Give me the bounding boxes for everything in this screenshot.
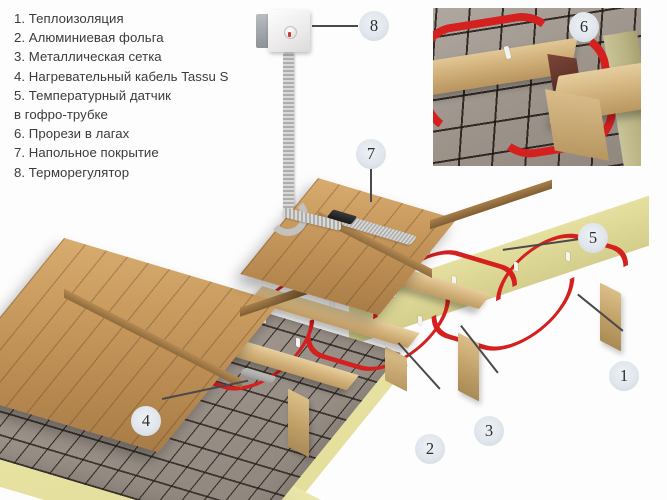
legend-list: 1. Теплоизоляция 2. Алюминиевая фольга 3…: [14, 9, 264, 182]
cable-clip: [296, 337, 300, 348]
legend-item-2: 2. Алюминиевая фольга: [14, 30, 164, 46]
joist-post-front: [288, 388, 309, 458]
callout-3[interactable]: 3: [474, 416, 504, 446]
legend-item-1: 1. Теплоизоляция: [14, 11, 124, 26]
legend-item-8: 8. Терморегулятор: [14, 164, 130, 180]
callout-7-label: 7: [366, 143, 376, 163]
sensor-conduit-vertical: [283, 52, 294, 210]
legend-item-5-cont: в гофро-трубке: [14, 107, 108, 123]
cable-clip: [514, 261, 518, 272]
callout-6-label: 6: [579, 16, 589, 36]
legend-item-4: 4. Нагревательный кабель Tassu S: [14, 68, 229, 84]
legend-item-3: 3. Металлическая сетка: [14, 49, 162, 65]
thermostat-unit[interactable]: [268, 10, 310, 52]
callout-3-label: 3: [484, 420, 494, 440]
callout-8[interactable]: 8: [359, 11, 389, 41]
callout-2[interactable]: 2: [415, 434, 445, 464]
legend-item-7: 7. Напольное покрытие: [14, 145, 159, 161]
cable-clip: [418, 315, 422, 326]
callout-4[interactable]: 4: [131, 406, 161, 436]
callout-8-label: 8: [369, 15, 379, 35]
floorboards-detached-right-edge: [430, 179, 552, 230]
callout-1-label: 1: [619, 365, 629, 385]
legend-item-5: 5. Температурный датчик: [14, 87, 171, 103]
callout-1[interactable]: 1: [609, 361, 639, 391]
joist-post-rear: [600, 282, 621, 352]
callout-6[interactable]: 6: [569, 12, 599, 42]
inset-joist-right-endface: [544, 89, 610, 161]
callout-7[interactable]: 7: [356, 139, 386, 169]
callout-2-label: 2: [425, 438, 435, 458]
legend-item-6: 6. Прорези в лагах: [14, 126, 130, 142]
cable-clip: [566, 251, 570, 262]
thermostat-dial[interactable]: [284, 26, 297, 39]
thermostat-indicator-icon: [288, 32, 291, 37]
callout-5[interactable]: 5: [578, 223, 608, 253]
leader-line-8: [312, 25, 358, 27]
detail-photo-notch: [433, 8, 641, 166]
callout-5-label: 5: [588, 227, 598, 247]
callout-4-label: 4: [141, 410, 151, 430]
leader-line-7: [370, 168, 372, 202]
